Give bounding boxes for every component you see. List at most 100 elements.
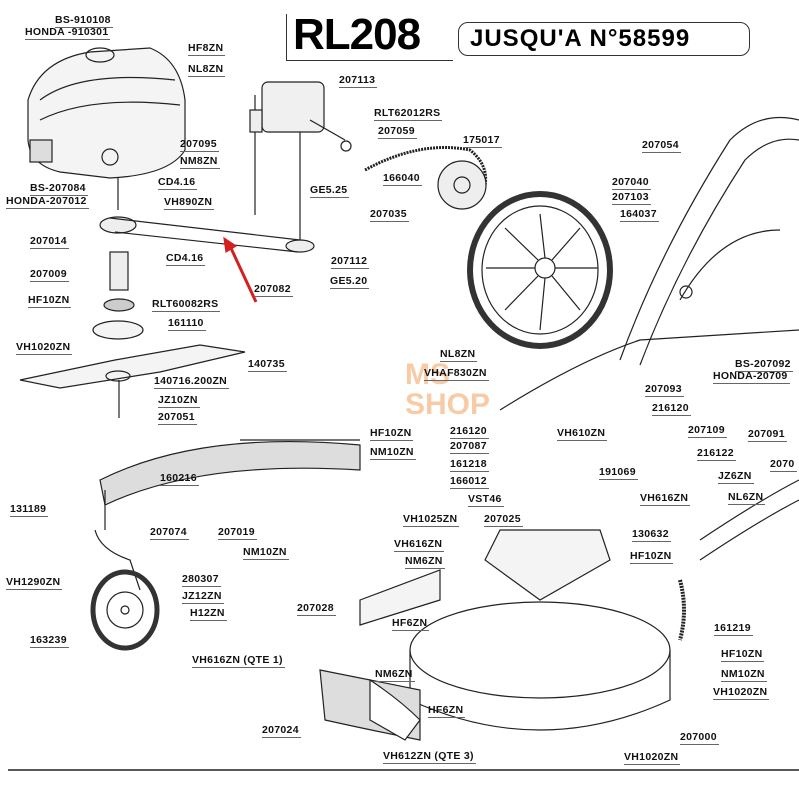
part-label: HF10ZN (28, 294, 72, 308)
highlight-arrow (223, 236, 258, 303)
part-label: 130632 (632, 528, 671, 542)
part-label: 166040 (383, 172, 422, 186)
part-label: VH616ZN (QTE 1) (192, 654, 285, 668)
part-label: NL6ZN (728, 491, 766, 505)
engine (27, 47, 186, 210)
part-label: GE5.25 (310, 184, 350, 198)
part-label: JZ12ZN (182, 590, 224, 604)
part-label: H12ZN (190, 607, 227, 621)
part-label: VH1020ZN (624, 751, 681, 765)
part-label: 207109 (688, 424, 727, 438)
part-label: NL8ZN (188, 63, 226, 77)
serial-note: JUSQU'A N°58599 (470, 25, 691, 52)
part-label: 207112 (331, 255, 370, 269)
part-label: 207082 (254, 283, 293, 297)
part-label: 166012 (450, 475, 489, 489)
part-label: HF10ZN (721, 648, 765, 662)
model-title: RL208 (293, 10, 421, 59)
part-label: CD4.16 (158, 176, 198, 190)
mower-deck (319, 479, 799, 741)
part-label: VH1020ZN (16, 341, 73, 355)
part-label: CD4.16 (166, 252, 206, 266)
part-label: HF8ZN (188, 42, 226, 56)
part-label: 207051 (158, 411, 197, 425)
front-guard (99, 439, 361, 530)
part-label: BS-207084 (30, 182, 88, 196)
part-label: HF10ZN (630, 550, 674, 564)
part-label: RLT62012RS (374, 107, 443, 121)
part-label: 161110 (168, 317, 206, 331)
part-label: JZ10ZN (158, 394, 200, 408)
part-label: 207000 (680, 731, 719, 745)
rear-wheel (467, 191, 613, 349)
part-label: 207009 (30, 268, 69, 282)
part-label: VH1290ZN (6, 576, 63, 590)
part-label: 2070 (770, 458, 797, 472)
part-label: 207025 (484, 513, 523, 527)
front-wheel (90, 529, 160, 651)
part-label: NL8ZN (440, 348, 478, 362)
part-label: VH610ZN (557, 427, 608, 441)
serial-frame (458, 22, 750, 56)
part-label: HF10ZN (370, 427, 414, 441)
part-label: 207113 (339, 74, 378, 88)
part-label: VH890ZN (164, 196, 215, 210)
part-label: 160216 (160, 472, 199, 486)
part-label: 216120 (450, 425, 489, 439)
drive-belt (99, 100, 315, 253)
part-label: HONDA-207012 (6, 195, 89, 209)
part-label: 207074 (150, 526, 189, 540)
part-label: 207103 (612, 191, 651, 205)
part-label: RLT60082RS (152, 298, 221, 312)
part-label: GE5.20 (330, 275, 370, 289)
part-label: 207028 (297, 602, 336, 616)
part-label: VST46 (468, 493, 504, 507)
part-label: 207059 (378, 125, 417, 139)
part-label: VH1025ZN (403, 513, 460, 527)
part-label: NM6ZN (405, 555, 445, 569)
part-label: 207019 (218, 526, 257, 540)
part-label: JZ6ZN (718, 470, 754, 484)
part-label: NM6ZN (375, 668, 415, 682)
title-frame (286, 14, 453, 61)
part-label: VH616ZN (394, 538, 445, 552)
part-label: NM10ZN (370, 446, 416, 460)
part-label: 216120 (652, 402, 691, 416)
chain-sprocket (364, 146, 488, 210)
part-label: 207024 (262, 724, 301, 738)
part-label: 207095 (180, 138, 219, 152)
part-label: NM10ZN (243, 546, 289, 560)
part-label: 140716.200ZN (154, 375, 230, 389)
part-label: HF6ZN (392, 617, 430, 631)
part-label: BS-910108 (55, 14, 113, 28)
part-label: 207035 (370, 208, 409, 222)
gearbox (249, 81, 352, 215)
part-label: 207093 (645, 383, 684, 397)
part-label: 207054 (642, 139, 681, 153)
part-label: 131189 (10, 503, 49, 517)
part-label: 163239 (30, 634, 69, 648)
part-label: 207087 (450, 440, 489, 454)
part-label: 164037 (620, 208, 659, 222)
part-label: 191069 (599, 466, 638, 480)
part-label: HONDA-20709 (713, 370, 790, 384)
blade-spindle (19, 251, 246, 418)
part-label: VH612ZN (QTE 3) (383, 750, 476, 764)
part-label: 207040 (612, 176, 651, 190)
part-label: BS-207092 (735, 358, 793, 372)
part-label: 207091 (748, 428, 787, 442)
part-label: 175017 (463, 134, 502, 148)
part-label: 161219 (714, 622, 753, 636)
part-label: NM8ZN (180, 155, 220, 169)
part-label: NM10ZN (721, 668, 767, 682)
part-label: VH616ZN (640, 492, 691, 506)
part-label: HF6ZN (428, 704, 466, 718)
part-label: 140735 (248, 358, 287, 372)
part-label: VHAF830ZN (424, 367, 489, 381)
part-label: VH1020ZN (713, 686, 770, 700)
part-label: 207014 (30, 235, 69, 249)
part-label: 280307 (182, 573, 221, 587)
